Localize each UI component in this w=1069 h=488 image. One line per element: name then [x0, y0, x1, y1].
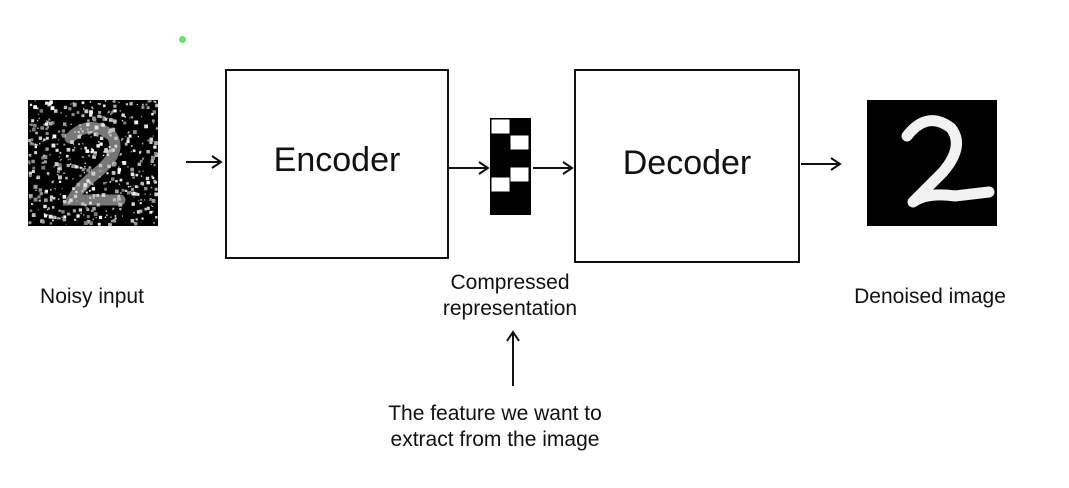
compressed-representation-grid	[490, 118, 531, 215]
denoised-image	[867, 100, 997, 226]
encoder-label: Encoder	[273, 141, 401, 179]
compressed-representation-caption: Compressed representation	[410, 270, 610, 322]
feature-caption-line1: The feature we want to	[388, 402, 602, 425]
arrow-up-icon	[506, 330, 520, 386]
arrow-right-icon	[449, 161, 490, 175]
decoder-label: Decoder	[622, 144, 752, 182]
noisy-input-image	[28, 100, 159, 227]
arrow-right-icon	[533, 161, 574, 175]
denoised-image-caption: Denoised image	[854, 285, 1006, 308]
noisy-digit-graphic	[28, 100, 159, 227]
arrow-right-icon	[801, 157, 842, 171]
noisy-input-caption: Noisy input	[40, 285, 144, 308]
compressed-caption-line1: Compressed	[450, 271, 570, 294]
compressed-caption-line2: representation	[442, 297, 578, 320]
encoder-box: Encoder	[225, 69, 449, 259]
decoder-box: Decoder	[574, 69, 800, 263]
arrow-right-icon	[186, 155, 223, 169]
highlight-dot	[179, 36, 186, 43]
denoised-digit-graphic	[901, 115, 995, 208]
feature-caption: The feature we want to extract from the …	[345, 401, 645, 453]
feature-caption-line2: extract from the image	[390, 428, 600, 451]
